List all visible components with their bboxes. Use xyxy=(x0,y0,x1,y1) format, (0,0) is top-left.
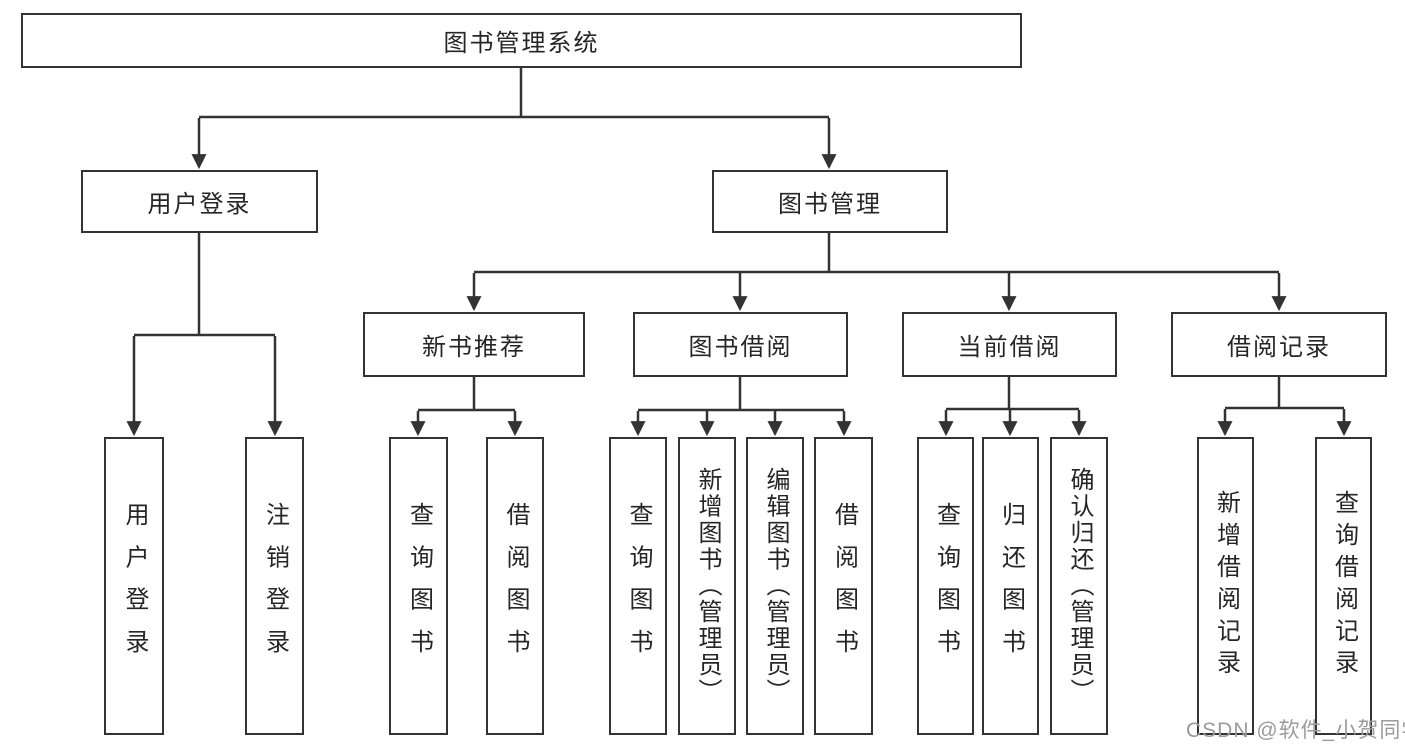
leaf-user-login: 用户登录 xyxy=(104,437,164,735)
node-new-book-recommendation: 新书推荐 xyxy=(363,312,585,377)
connector-userlogin-stem xyxy=(134,233,275,337)
leaf-return-books: 归还图书 xyxy=(982,437,1039,735)
connector-root-stem xyxy=(199,68,829,119)
node-user-login: 用户登录 xyxy=(81,170,318,233)
node-borrowing-records: 借阅记录 xyxy=(1171,312,1387,377)
node-current-borrowing: 当前借阅 xyxy=(902,312,1117,377)
leaf-add-books-admin: 新增图书（管理员） xyxy=(678,437,736,735)
leaf-logout: 注销登录 xyxy=(245,437,304,735)
node-book-borrowing: 图书借阅 xyxy=(633,312,848,377)
leaf-borrow-books: 借阅图书 xyxy=(486,437,544,735)
connector-newbook-stem xyxy=(418,377,515,412)
leaf-query-books: 查询图书 xyxy=(609,437,667,735)
connector-current-stem xyxy=(946,377,1079,411)
leaf-query-books: 查询图书 xyxy=(389,437,448,735)
node-book-management: 图书管理 xyxy=(712,170,948,233)
leaf-add-borrow-record: 新增借阅记录 xyxy=(1197,437,1254,735)
node-library-management-system: 图书管理系统 xyxy=(21,13,1022,68)
leaf-query-books: 查询图书 xyxy=(917,437,974,735)
leaf-borrow-books: 借阅图书 xyxy=(814,437,873,735)
leaf-confirm-return-admin: 确认归还（管理员） xyxy=(1050,437,1108,735)
leaf-query-borrow-record: 查询借阅记录 xyxy=(1315,437,1372,735)
leaf-edit-books-admin: 编辑图书（管理员） xyxy=(746,437,804,735)
connector-records-stem xyxy=(1225,377,1344,410)
csdn-watermark: CSDN @软件_小贺同学 xyxy=(1186,719,1405,742)
connector-borrow-stem xyxy=(638,377,844,412)
connector-bookmgmt-stem xyxy=(474,233,1279,274)
